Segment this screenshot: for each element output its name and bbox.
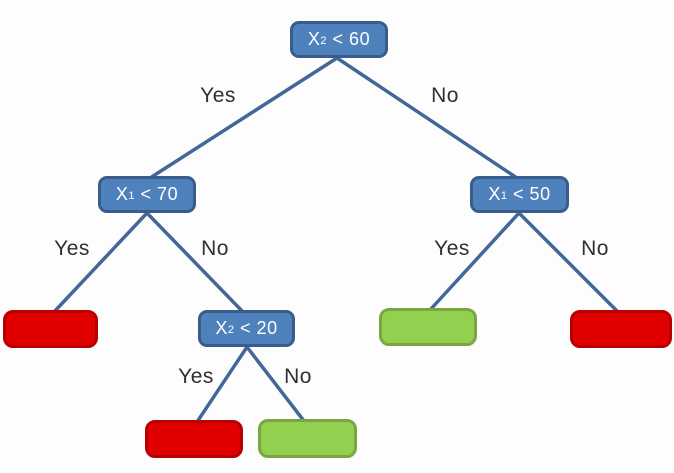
edge-label-left-yes: Yes bbox=[54, 237, 90, 260]
node-condition: < 50 bbox=[507, 184, 551, 204]
node-subscript: 2 bbox=[320, 35, 328, 47]
node-condition: < 20 bbox=[234, 318, 278, 338]
edge-label-right-no: No bbox=[581, 237, 609, 260]
edge-label-mid-yes: Yes bbox=[178, 365, 214, 388]
leaf-node bbox=[145, 420, 243, 458]
edge-right-to-leaf2 bbox=[428, 211, 521, 312]
edge-label-right-yes: Yes bbox=[434, 237, 470, 260]
node-subscript: 2 bbox=[227, 324, 235, 336]
leaf-node bbox=[379, 308, 477, 346]
edge-left-to-mid bbox=[145, 211, 245, 314]
leaf-node bbox=[3, 310, 98, 348]
leaf-node bbox=[570, 310, 672, 348]
edge-right-to-leaf3 bbox=[517, 211, 620, 314]
edge-label-root-no: No bbox=[431, 84, 459, 107]
edge-root-to-right bbox=[335, 56, 519, 180]
node-variable: X bbox=[215, 318, 228, 338]
edge-label-root-yes: Yes bbox=[200, 84, 236, 107]
edge-label-left-no: No bbox=[201, 237, 229, 260]
node-variable: X bbox=[488, 184, 501, 204]
node-condition: < 70 bbox=[135, 184, 179, 204]
edge-root-to-left bbox=[148, 56, 339, 180]
node-subscript: 1 bbox=[128, 190, 136, 202]
edge-label-mid-no: No bbox=[284, 365, 312, 388]
node-variable: X bbox=[115, 184, 129, 204]
node-variable: X bbox=[307, 29, 321, 49]
node-condition: < 60 bbox=[327, 29, 371, 49]
leaf-node bbox=[258, 419, 357, 458]
edge-mid-to-leaf5 bbox=[245, 345, 306, 423]
node-subscript: 1 bbox=[500, 190, 508, 202]
edge-mid-to-leaf4 bbox=[195, 345, 249, 424]
edge-left-to-leaf1 bbox=[52, 211, 149, 314]
